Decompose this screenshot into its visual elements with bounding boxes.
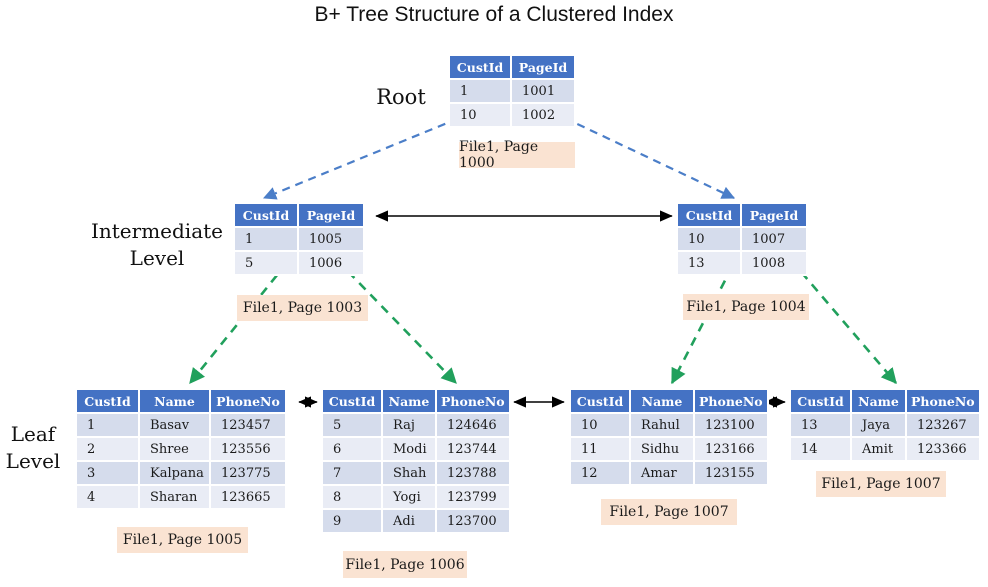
- leaf4-col-custid: CustId: [791, 390, 850, 412]
- int-right-cell: 1007: [742, 228, 806, 250]
- leaf2-col-phoneno: PhoneNo: [437, 390, 509, 412]
- leaf1-cell: 123665: [211, 486, 285, 508]
- leaf1-cell: 4: [77, 486, 138, 508]
- leaf4-cell: 14: [791, 438, 850, 460]
- int-left-col-custid: CustId: [235, 204, 297, 226]
- intermediate-right-table: CustId PageId 10 1007 13 1008: [676, 202, 808, 276]
- intermediate-level-line1: Intermediate: [90, 219, 223, 243]
- leaf3-cell: Rahul: [631, 414, 693, 436]
- leaf4-cell: 123366: [907, 438, 979, 460]
- leaf-table-1: CustId Name PhoneNo 1 Basav 123457 2 Shr…: [75, 388, 287, 510]
- intermediate-left-page-label: File1, Page 1003: [237, 295, 368, 321]
- leaf2-col-name: Name: [383, 390, 435, 412]
- root-cell: 10: [450, 104, 510, 126]
- leaf4-cell: 123267: [907, 414, 979, 436]
- leaf2-cell: 7: [323, 462, 381, 484]
- leaf2-cell: 124646: [437, 414, 509, 436]
- leaf-level-line1: Leaf: [10, 422, 56, 446]
- leaf1-cell: Basav: [140, 414, 209, 436]
- leaf2-cell: Adi: [383, 510, 435, 532]
- leaf3-col-custid: CustId: [571, 390, 629, 412]
- leaf1-col-custid: CustId: [77, 390, 138, 412]
- leaf3-cell: 123166: [695, 438, 767, 460]
- leaf-table-2: CustId Name PhoneNo 5 Raj 124646 6 Modi …: [321, 388, 511, 534]
- leaf1-cell: 3: [77, 462, 138, 484]
- leaf3-col-phoneno: PhoneNo: [695, 390, 767, 412]
- root-cell: 1: [450, 80, 510, 102]
- leaf2-cell: Raj: [383, 414, 435, 436]
- leaf-level-label: Leaf Level: [0, 421, 66, 475]
- leaf2-cell: 6: [323, 438, 381, 460]
- leaf4-cell: 13: [791, 414, 850, 436]
- root-page-label: File1, Page 1000: [459, 139, 575, 171]
- leaf4-cell: Amit: [852, 438, 905, 460]
- int-right-cell: 1008: [742, 252, 806, 274]
- leaf4-page-label: File1, Page 1007: [816, 471, 946, 497]
- leaf1-cell: Sharan: [140, 486, 209, 508]
- int-right-col-custid: CustId: [678, 204, 740, 226]
- leaf2-cell: Yogi: [383, 486, 435, 508]
- arrow-intermediate-left-to-leaf2: [336, 259, 457, 384]
- leaf1-cell: 2: [77, 438, 138, 460]
- leaf3-cell: 10: [571, 414, 629, 436]
- leaf-level-line2: Level: [5, 449, 61, 473]
- leaf1-cell: 123775: [211, 462, 285, 484]
- leaf1-col-phoneno: PhoneNo: [211, 390, 285, 412]
- int-left-cell: 5: [235, 252, 297, 274]
- int-right-col-pageid: PageId: [742, 204, 806, 226]
- leaf3-cell: 12: [571, 462, 629, 484]
- int-right-cell: 13: [678, 252, 740, 274]
- leaf4-cell: Jaya: [852, 414, 905, 436]
- leaf2-col-custid: CustId: [323, 390, 381, 412]
- leaf3-page-label: File1, Page 1007: [601, 499, 737, 525]
- leaf1-cell: 1: [77, 414, 138, 436]
- leaf4-col-name: Name: [852, 390, 905, 412]
- intermediate-level-label: Intermediate Level: [84, 218, 230, 272]
- leaf3-cell: Sidhu: [631, 438, 693, 460]
- leaf2-page-label: File1, Page 1006: [343, 551, 467, 578]
- arrow-root-to-intermediate-right: [551, 111, 735, 199]
- leaf3-cell: 11: [571, 438, 629, 460]
- leaf4-col-phoneno: PhoneNo: [907, 390, 979, 412]
- leaf2-cell: 8: [323, 486, 381, 508]
- leaf2-cell: 123799: [437, 486, 509, 508]
- intermediate-left-table: CustId PageId 1 1005 5 1006: [233, 202, 365, 276]
- leaf2-cell: 9: [323, 510, 381, 532]
- int-left-col-pageid: PageId: [299, 204, 363, 226]
- leaf2-cell: Modi: [383, 438, 435, 460]
- leaf2-cell: Shah: [383, 462, 435, 484]
- intermediate-right-page-label: File1, Page 1004: [683, 294, 809, 320]
- leaf3-cell: 123100: [695, 414, 767, 436]
- root-cell: 1001: [512, 80, 574, 102]
- leaf3-col-name: Name: [631, 390, 693, 412]
- leaf2-cell: 123744: [437, 438, 509, 460]
- leaf-table-4: CustId Name PhoneNo 13 Jaya 123267 14 Am…: [789, 388, 981, 462]
- root-col-custid: CustId: [450, 56, 510, 78]
- int-left-cell: 1005: [299, 228, 363, 250]
- arrow-intermediate-right-to-leaf4: [790, 259, 897, 384]
- leaf1-page-label: File1, Page 1005: [117, 527, 248, 553]
- diagram-title: B+ Tree Structure of a Clustered Index: [314, 3, 674, 26]
- int-left-cell: 1: [235, 228, 297, 250]
- int-right-cell: 10: [678, 228, 740, 250]
- leaf1-cell: Kalpana: [140, 462, 209, 484]
- leaf2-cell: 123700: [437, 510, 509, 532]
- leaf2-cell: 123788: [437, 462, 509, 484]
- root-table: CustId PageId 1 1001 10 1002: [448, 54, 576, 128]
- root-col-pageid: PageId: [512, 56, 574, 78]
- int-left-cell: 1006: [299, 252, 363, 274]
- leaf2-cell: 5: [323, 414, 381, 436]
- root-level-label: Root: [376, 85, 426, 109]
- intermediate-level-line2: Level: [129, 246, 185, 270]
- leaf1-col-name: Name: [140, 390, 209, 412]
- leaf3-cell: 123155: [695, 462, 767, 484]
- leaf1-cell: 123556: [211, 438, 285, 460]
- leaf1-cell: Shree: [140, 438, 209, 460]
- leaf-table-3: CustId Name PhoneNo 10 Rahul 123100 11 S…: [569, 388, 769, 486]
- leaf1-cell: 123457: [211, 414, 285, 436]
- leaf3-cell: Amar: [631, 462, 693, 484]
- root-cell: 1002: [512, 104, 574, 126]
